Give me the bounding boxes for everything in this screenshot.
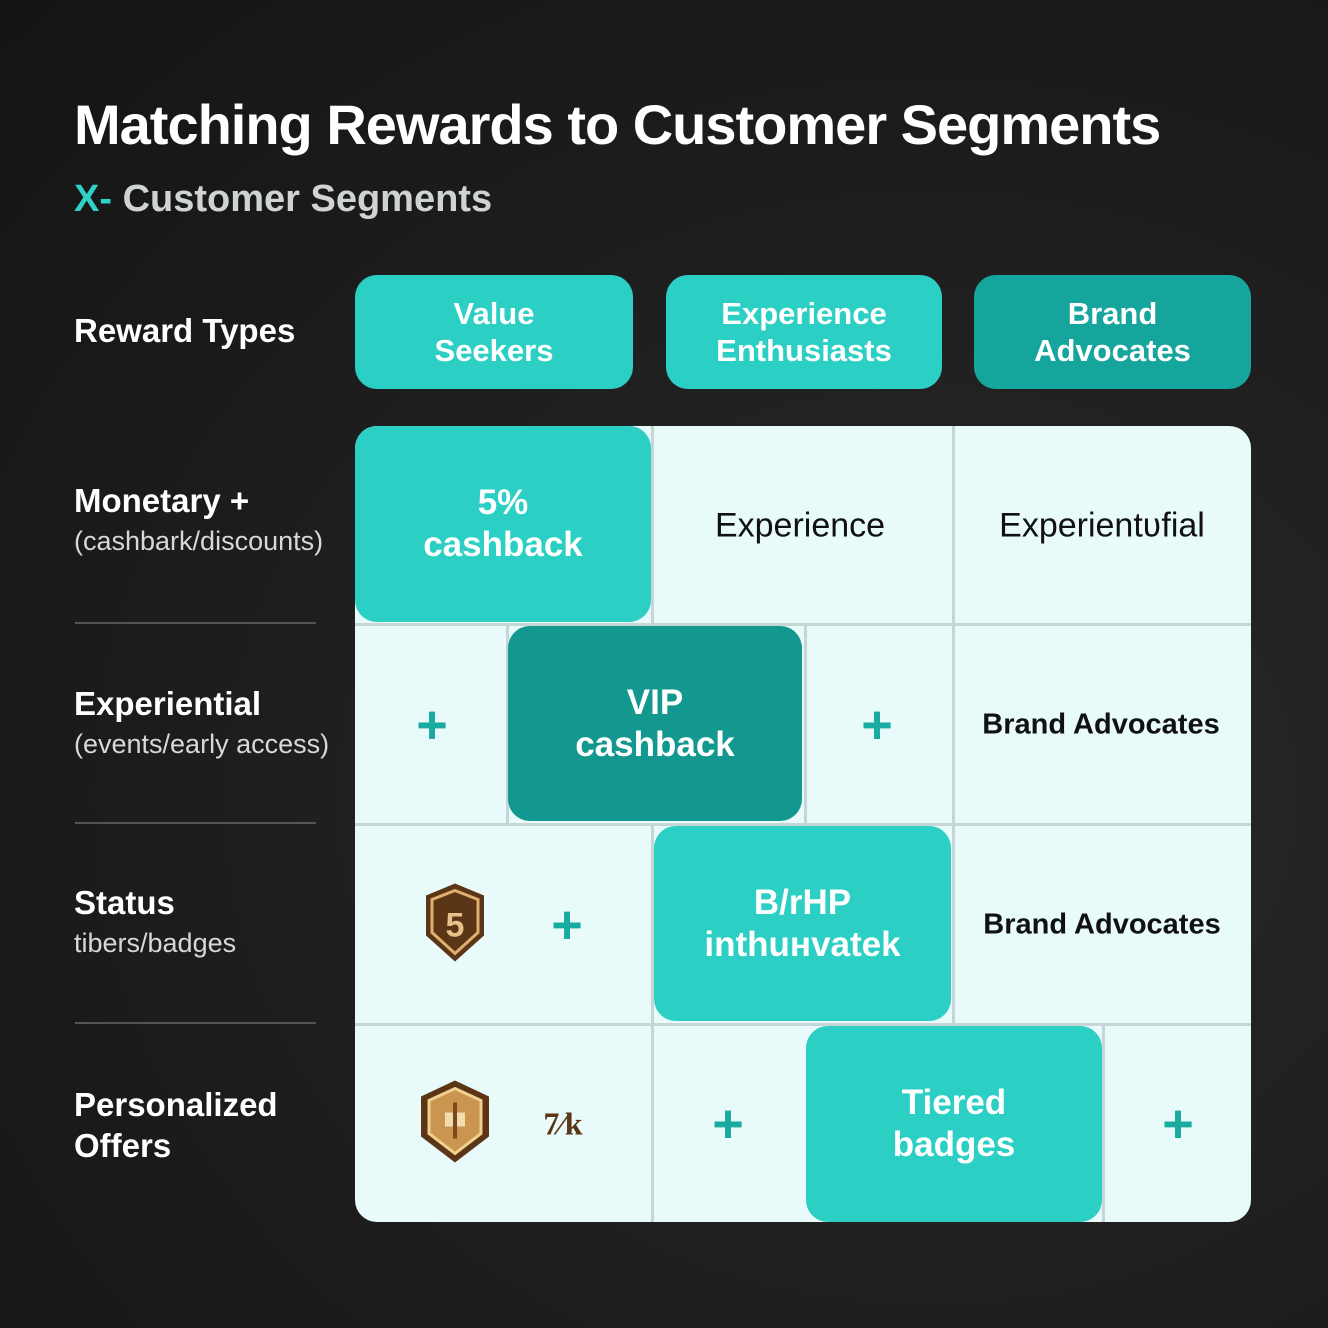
row-divider [75, 622, 316, 624]
grid-line [355, 823, 1251, 826]
cell-cashback-highlight: 5%cashback [355, 426, 651, 622]
subtitle-text: Customer Segments [122, 178, 493, 220]
cell-experience: Experience [714, 506, 886, 545]
cell-percent-text: 7⁄k [543, 1105, 583, 1142]
row-label-monetary: Monetary +(cashbark/discounts) [74, 482, 324, 557]
tier-badge-icon: 5 [422, 882, 488, 969]
grid-line [804, 624, 807, 824]
grid-line [506, 624, 509, 824]
plus-icon: + [861, 695, 893, 755]
row-divider [75, 822, 316, 824]
grid-line [1102, 1024, 1105, 1222]
premium-badge-icon [417, 1079, 493, 1170]
svg-text:5: 5 [446, 907, 465, 945]
cell-experiential: Experientʋfial [999, 506, 1205, 545]
cell-brand-advocates: Brand Advocates [982, 708, 1220, 741]
grid-line [355, 623, 1251, 626]
subtitle: X- Customer Segments [74, 178, 492, 221]
subtitle-prefix: X- [74, 178, 112, 220]
plus-icon: + [551, 895, 583, 955]
row-divider [75, 1022, 316, 1024]
grid-line [952, 426, 955, 1026]
plus-icon: + [1162, 1094, 1194, 1154]
grid-line [355, 1023, 1251, 1026]
row-label-experiential: Experiential(events/early access) [74, 685, 330, 760]
grid-line [651, 824, 654, 1222]
plus-icon: + [712, 1094, 744, 1154]
page-title: Matching Rewards to Customer Segments [74, 93, 1161, 156]
reward-matrix: 5%cashback Experience Experientʋfial + V… [355, 426, 1251, 1222]
plus-icon: + [416, 695, 448, 755]
reward-types-label: Reward Types [74, 312, 296, 349]
cell-brand-advocates: Brand Advocates [983, 908, 1221, 941]
grid-line [651, 426, 654, 624]
